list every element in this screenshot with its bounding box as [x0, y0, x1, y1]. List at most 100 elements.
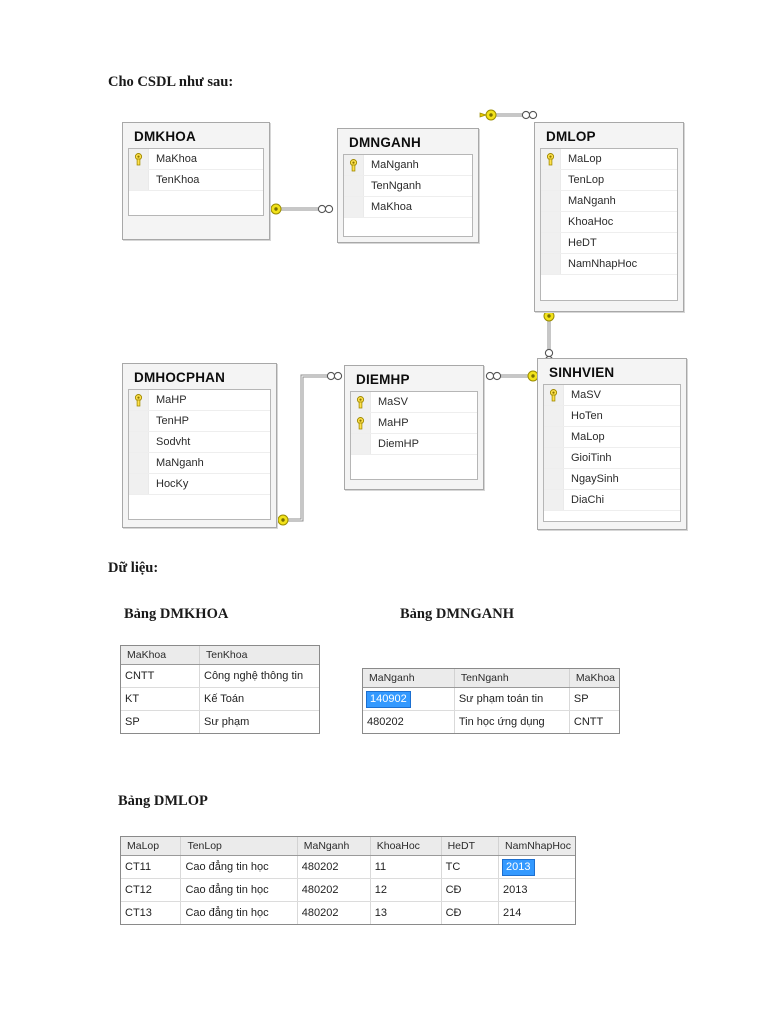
er-field-row[interactable]: HoTen [544, 406, 680, 427]
er-field-row[interactable]: TenHP [129, 411, 270, 432]
er-field-name: TenKhoa [156, 174, 200, 186]
grid-cell[interactable]: Công nghệ thông tin [199, 664, 319, 688]
grid-cell[interactable]: Sư phạm toán tin [454, 687, 570, 711]
grid-cell[interactable]: 480202 [297, 855, 371, 879]
grid-cell[interactable]: CT13 [121, 901, 182, 924]
grid-cell[interactable]: Cao đẳng tin học [180, 855, 298, 879]
selected-cell-value[interactable]: 2013 [502, 858, 535, 876]
er-table-dmhocphan[interactable]: DMHOCPHAN MaHP TenHP Sodvht MaNganh [122, 363, 277, 528]
grid-column-header[interactable]: NamNhapHoc [498, 837, 575, 856]
grid-cell[interactable]: Kế Toán [199, 687, 319, 711]
field-gutter [129, 170, 149, 190]
grid-cell[interactable]: 480202 [297, 878, 371, 902]
grid-cell[interactable]: CĐ [441, 901, 500, 924]
er-field-row[interactable]: TenLop [541, 170, 677, 191]
er-field-row[interactable]: DiemHP [351, 434, 477, 455]
grid-cell[interactable]: SP [569, 687, 619, 711]
grid-cell[interactable]: SP [121, 710, 200, 733]
field-gutter [129, 453, 149, 473]
er-field-row[interactable]: MaLop [544, 427, 680, 448]
er-field-row[interactable]: MaSV [544, 385, 680, 406]
er-field-row[interactable]: MaHP [351, 413, 477, 434]
grid-cell[interactable]: CT11 [121, 855, 182, 879]
er-field-list: MaLop TenLop MaNganh KhoaHoc HeDT NamNha… [540, 148, 678, 301]
grid-cell[interactable]: 12 [370, 878, 442, 902]
er-field-name: DiaChi [571, 494, 605, 506]
er-field-row[interactable]: NamNhapHoc [541, 254, 677, 275]
er-field-row[interactable]: MaNganh [344, 155, 472, 176]
er-field-name: HeDT [568, 237, 597, 249]
selected-cell-value[interactable]: 140902 [366, 690, 411, 708]
grid-cell[interactable]: CĐ [441, 878, 500, 902]
er-field-row[interactable]: Sodvht [129, 432, 270, 453]
er-field-row[interactable]: GioiTinh [544, 448, 680, 469]
grid-cell[interactable]: Tin học ứng dụng [454, 710, 570, 733]
er-field-row[interactable]: HeDT [541, 233, 677, 254]
grid-cell[interactable]: KT [121, 687, 200, 711]
er-field-row[interactable]: MaNganh [129, 453, 270, 474]
grid-cell[interactable]: 214 [503, 907, 522, 919]
er-field-row[interactable]: KhoaHoc [541, 212, 677, 233]
er-field-row[interactable]: MaKhoa [344, 197, 472, 218]
grid-column-header[interactable]: MaNganh [363, 669, 455, 688]
table-row[interactable]: SP Sư phạm [121, 710, 319, 733]
grid-cell[interactable]: Sư phạm [204, 716, 250, 728]
grid-column-header[interactable]: TenKhoa [199, 646, 319, 665]
grid-cell[interactable]: Cao đẳng tin học [180, 901, 298, 924]
grid-column-header[interactable]: MaNganh [297, 837, 371, 856]
er-table-title: SINHVIEN [549, 365, 615, 380]
er-field-row[interactable]: MaSV [351, 392, 477, 413]
grid-column-header[interactable]: TenLop [180, 837, 298, 856]
er-field-row[interactable]: MaHP [129, 390, 270, 411]
grid-cell[interactable]: 480202 [363, 710, 455, 733]
grid-cell[interactable]: TC [441, 855, 500, 879]
er-field-row[interactable]: HocKy [129, 474, 270, 495]
grid-column-header[interactable]: MaKhoa [121, 646, 200, 665]
grid-cell[interactable]: CNTT [573, 716, 604, 728]
grid-cell[interactable]: CT12 [121, 878, 182, 902]
grid-column-header[interactable]: MaLop [121, 837, 182, 856]
er-table-dmkhoa[interactable]: DMKHOA MaKhoa TenKhoa [122, 122, 270, 240]
er-field-row[interactable]: MaNganh [541, 191, 677, 212]
er-table-dmlop[interactable]: DMLOP MaLop TenLop MaNganh KhoaHoc [534, 122, 684, 312]
grid-cell[interactable]: 11 [370, 855, 442, 879]
grid-cell[interactable]: 13 [370, 901, 442, 924]
er-field-row[interactable]: TenKhoa [129, 170, 263, 191]
grid-cell[interactable]: CNTT [121, 664, 200, 688]
er-field-row[interactable]: TenNganh [344, 176, 472, 197]
caption-dmnganh: Bảng DMNGANH [400, 606, 514, 622]
field-gutter [541, 212, 561, 232]
er-table-dmnganh[interactable]: DMNGANH MaNganh TenNganh MaKhoa [337, 128, 479, 243]
grid-cell[interactable]: 2013 [498, 855, 575, 879]
grid-column-header[interactable]: TenNganh [454, 669, 570, 688]
grid-cell[interactable]: 480202 [297, 901, 371, 924]
grid-column-header[interactable]: HeDT [441, 837, 500, 856]
grid-column-header[interactable]: MaKhoa [569, 669, 619, 688]
grid-cell[interactable]: Cao đẳng tin học [180, 878, 298, 902]
er-field-row[interactable]: MaLop [541, 149, 677, 170]
relationship-dmlop-sinhvien [543, 304, 555, 365]
er-table-diemhp[interactable]: DIEMHP MaSV MaHP DiemHP [344, 365, 484, 490]
er-field-row[interactable]: MaKhoa [129, 149, 263, 170]
er-field-row[interactable]: DiaChi [544, 490, 680, 511]
grid-cell[interactable]: 140902 [363, 687, 455, 711]
er-field-row[interactable]: NgaySinh [544, 469, 680, 490]
er-table-sinhvien[interactable]: SINHVIEN MaSV HoTen MaLop GioiTinh [537, 358, 687, 530]
grid-column-header[interactable]: KhoaHoc [370, 837, 442, 856]
er-table-title: DIEMHP [356, 372, 410, 387]
key-icon [541, 149, 561, 169]
grid-cell[interactable]: 2013 [498, 878, 575, 902]
